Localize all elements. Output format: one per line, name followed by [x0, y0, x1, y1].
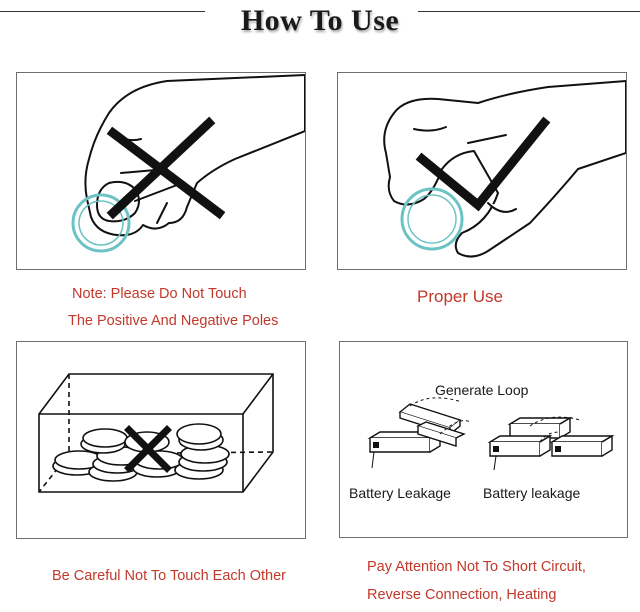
label-battery-leakage-right: Battery leakage — [483, 485, 581, 501]
proper-grip-illustration — [383, 80, 626, 258]
page-title: How To Use — [240, 4, 400, 37]
wrong-grip-illustration — [71, 74, 305, 253]
panel-wrong-grip — [16, 72, 306, 270]
caption-no-touch-line2: The Positive And Negative Poles — [68, 313, 279, 329]
panel-proper-grip — [337, 72, 627, 270]
label-generate-loop: Generate Loop — [435, 382, 529, 398]
short-circuit-illustration — [367, 397, 615, 471]
caption-attention-line1: Pay Attention Not To Short Circuit, — [367, 559, 586, 575]
panel-battery-box — [16, 341, 306, 539]
caption-no-touch-line1: Note: Please Do Not Touch — [72, 286, 247, 302]
panel-short-circuit: Generate Loop Battery Leakage Battery le… — [339, 341, 628, 538]
title-rule-right — [418, 11, 640, 12]
title-rule-left — [0, 11, 205, 12]
caption-attention-line2: Reverse Connection, Heating — [367, 587, 557, 603]
caption-proper-use: Proper Use — [417, 287, 503, 306]
label-battery-leakage-left: Battery Leakage — [349, 485, 451, 501]
battery-box-illustration — [38, 373, 274, 493]
caption-careful: Be Careful Not To Touch Each Other — [52, 568, 287, 584]
